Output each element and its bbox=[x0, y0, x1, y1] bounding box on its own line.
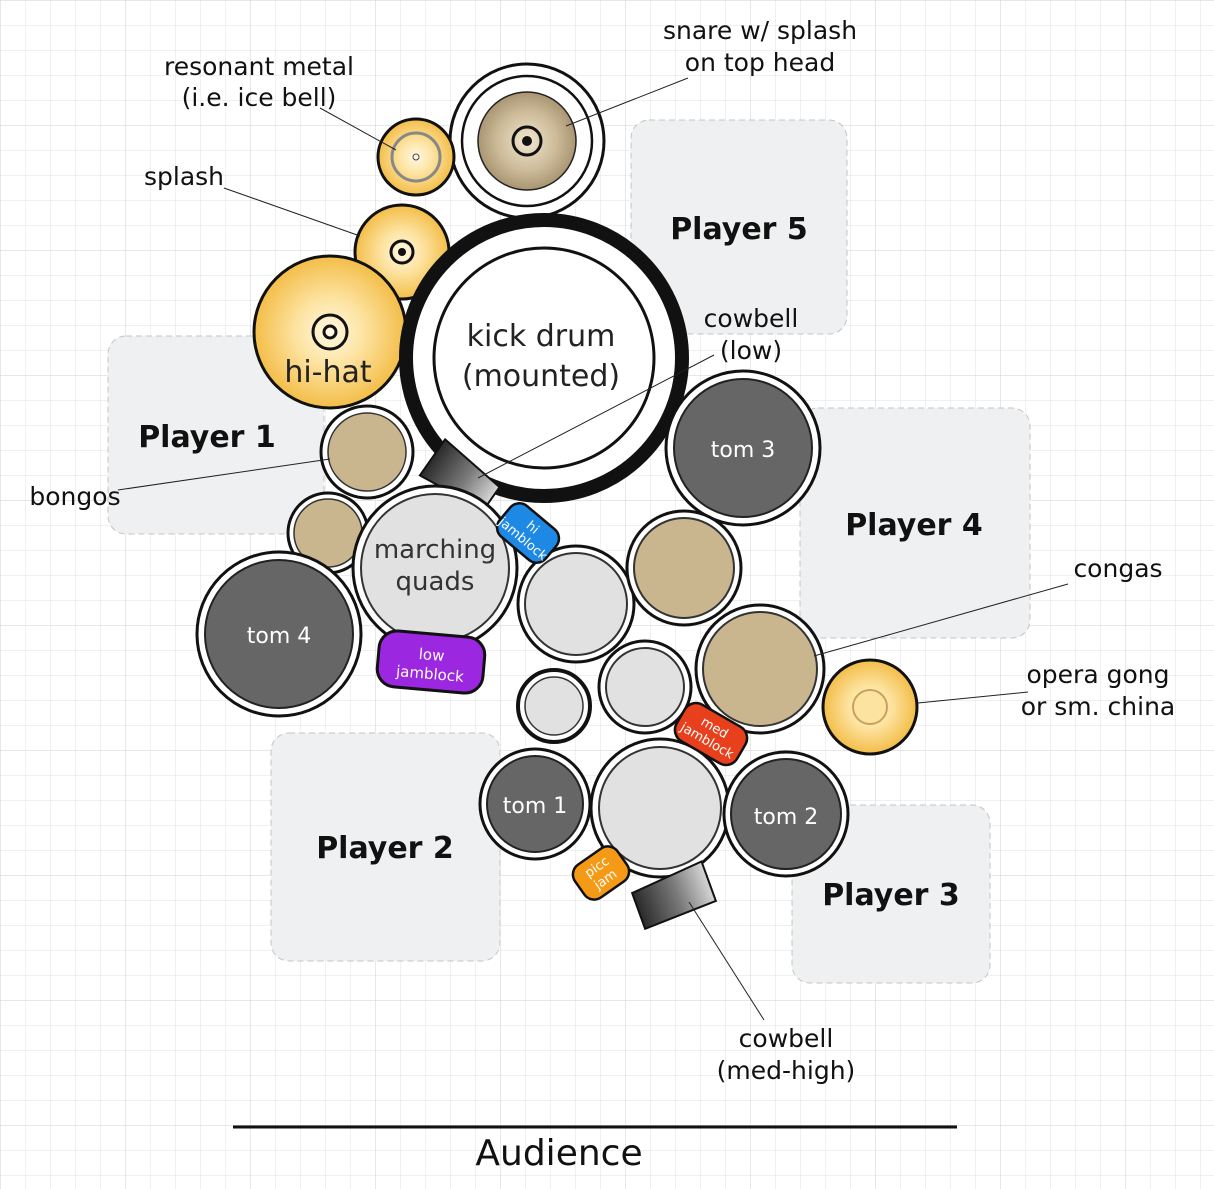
quad-drum-4 bbox=[589, 737, 731, 879]
tom-3 bbox=[664, 369, 822, 527]
audience-label: Audience bbox=[475, 1133, 642, 1174]
splash-annotation: splash bbox=[144, 162, 224, 191]
player-zones bbox=[107, 119, 1031, 984]
player-3-label: Player 3 bbox=[822, 878, 960, 913]
player-4-label: Player 4 bbox=[845, 508, 983, 543]
conga-high bbox=[625, 509, 743, 627]
marching-quads-drum bbox=[351, 484, 519, 652]
cowbell-low-annotation-line1: cowbell bbox=[704, 304, 799, 333]
snare-annotation-line1: snare w/ splash bbox=[663, 16, 857, 45]
cowbell-low-annotation-line2: (low) bbox=[720, 336, 782, 365]
gong-leader bbox=[917, 691, 1029, 704]
splash-leader bbox=[223, 187, 361, 237]
low-jamblock: low jamblock bbox=[375, 629, 487, 695]
ice-bell bbox=[376, 117, 456, 197]
congas-annotation: congas bbox=[1073, 554, 1162, 583]
congas-leader bbox=[813, 583, 1069, 657]
player-5-label: Player 5 bbox=[670, 212, 808, 247]
snare-drum bbox=[448, 62, 606, 220]
quad-drum-2 bbox=[516, 544, 636, 664]
cowbell-med-annotation-line2: (med-high) bbox=[717, 1056, 856, 1085]
tom-2 bbox=[722, 750, 850, 878]
conga-low bbox=[694, 603, 826, 735]
bongos-annotation: bongos bbox=[29, 482, 120, 511]
kick-drum bbox=[399, 213, 689, 503]
gong-annotation-line2: or sm. china bbox=[1021, 692, 1176, 721]
bongo-high bbox=[319, 404, 415, 500]
tom-4-label: tom 4 bbox=[247, 624, 312, 649]
quad-drum-spock bbox=[516, 668, 592, 744]
player-2-zone bbox=[270, 732, 501, 962]
tom-1-label: tom 1 bbox=[503, 794, 568, 819]
low-jamblock-label-line1: low bbox=[418, 645, 445, 665]
tom-1 bbox=[478, 747, 592, 861]
ice-bell-leader bbox=[319, 107, 397, 151]
resonant-annotation-line2: (i.e. ice bell) bbox=[182, 83, 337, 112]
player-1-label: Player 1 bbox=[138, 420, 276, 455]
cowbell-med-high bbox=[630, 860, 718, 931]
player-5-zone bbox=[630, 119, 848, 335]
tom-3-label: tom 3 bbox=[711, 438, 776, 463]
opera-gong bbox=[821, 658, 919, 756]
bongo-low bbox=[286, 491, 370, 575]
snare-leader bbox=[565, 77, 689, 127]
kick-drum-label-line2: (mounted) bbox=[462, 359, 620, 394]
tom-4 bbox=[195, 550, 363, 718]
cowbell-med-annotation-line1: cowbell bbox=[739, 1024, 834, 1053]
quad-drum-3 bbox=[597, 639, 693, 735]
hi-hat-label: hi-hat bbox=[284, 355, 372, 390]
player-4-zone bbox=[799, 407, 1031, 639]
marching-quads-label-line2: quads bbox=[396, 567, 475, 597]
cowbell-med-leader bbox=[688, 901, 765, 1021]
player-3-zone bbox=[791, 804, 991, 984]
med-jamblock: med jamblock bbox=[673, 701, 749, 767]
snare-annotation-line2: on top head bbox=[685, 48, 835, 77]
player-1-zone bbox=[107, 335, 325, 535]
leader-lines bbox=[117, 77, 1069, 1021]
gong-annotation-line1: opera gong bbox=[1027, 660, 1170, 689]
tom-2-label: tom 2 bbox=[754, 805, 819, 830]
player-2-label: Player 2 bbox=[316, 831, 454, 866]
low-jamblock-label-line2: jamblock bbox=[394, 662, 464, 686]
hi-hat-cymbal bbox=[252, 254, 408, 410]
bongos-leader bbox=[117, 458, 331, 491]
resonant-annotation-line1: resonant metal bbox=[164, 52, 354, 81]
kick-drum-label-line1: kick drum bbox=[467, 319, 616, 354]
cowbell-low-leader bbox=[477, 354, 715, 479]
marching-quads-label-line1: marching bbox=[374, 535, 496, 565]
